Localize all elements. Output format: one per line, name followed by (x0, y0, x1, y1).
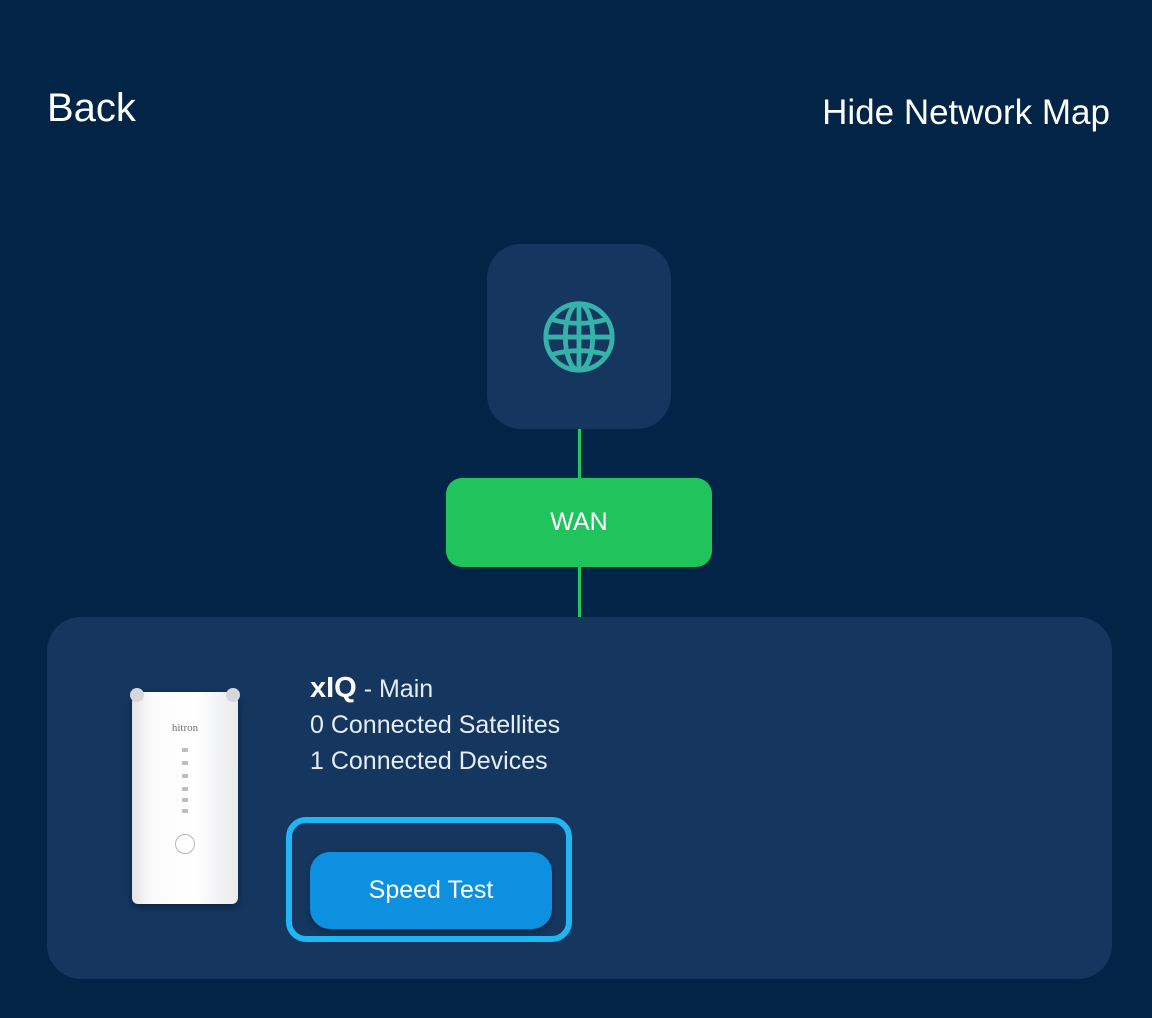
wan-link-badge: WAN (446, 478, 712, 567)
speed-test-button[interactable]: Speed Test (310, 852, 552, 929)
speed-test-focus-ring (286, 817, 572, 942)
router-power-button-graphic (175, 834, 195, 854)
connected-satellites: 0 Connected Satellites (310, 711, 561, 739)
main-device-card[interactable]: hitron xIQ - Main 0 Connected Satellites… (47, 617, 1112, 979)
connected-devices: 1 Connected Devices (310, 747, 548, 775)
router-image: hitron (130, 688, 240, 904)
device-role: - Main (363, 675, 434, 703)
device-title: xIQ - Main (310, 670, 560, 707)
back-button[interactable]: Back (47, 86, 136, 130)
wan-connection-line-bottom (578, 567, 581, 617)
internet-node[interactable] (487, 244, 671, 429)
globe-icon (543, 300, 615, 373)
device-info: xIQ - Main 0 Connected Satellites 1 Conn… (310, 670, 560, 779)
hide-network-map-button[interactable]: Hide Network Map (822, 93, 1110, 132)
device-name: xIQ (310, 672, 357, 704)
router-brand-logo: hitron (171, 722, 199, 734)
wan-connection-line-top (578, 429, 581, 478)
